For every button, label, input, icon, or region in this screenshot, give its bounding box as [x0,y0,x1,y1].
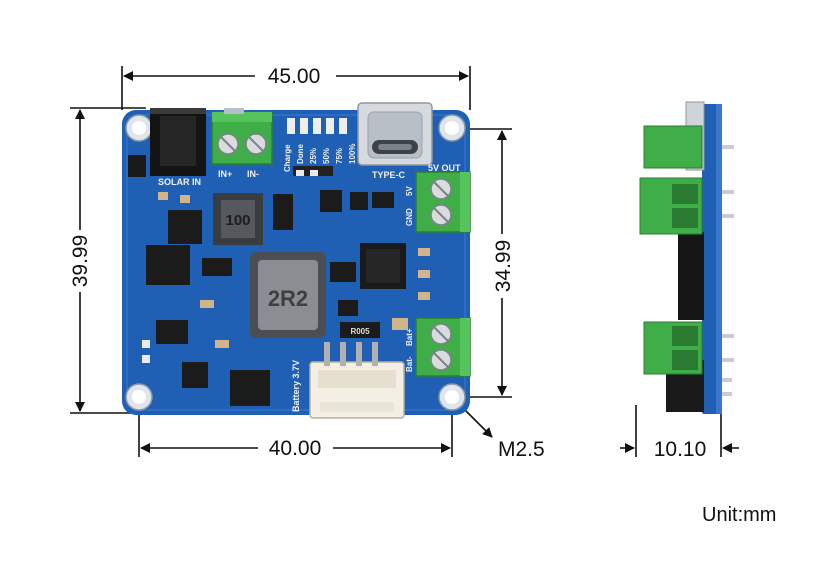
large-inductor [250,252,326,338]
svg-text:Done: Done [296,143,305,164]
side-pins [722,145,734,396]
shunt-resistor [340,322,380,338]
dimension-lines [70,66,739,457]
side-terminals [639,125,703,375]
usb-type-c-port [357,102,433,166]
svg-text:GND: GND [405,208,414,226]
svg-text:5V: 5V [405,186,414,196]
svg-text:Bat-: Bat- [405,356,414,372]
svg-text:50%: 50% [322,148,331,164]
svg-text:Battery 3.7V: Battery 3.7V [291,360,301,412]
output-terminal-block [415,171,471,233]
battery-terminal-block [415,317,471,377]
dc-jack [150,108,206,176]
battery-connector [309,342,405,419]
svg-text:25%: 25% [309,148,318,164]
svg-text:100: 100 [225,212,250,229]
svg-text:75%: 75% [335,148,344,164]
inner-height-dimension-label: 34.99 [492,240,515,293]
board-side-view [639,101,734,414]
silkscreen-labels: SOLAR IN IN+ IN- Charge Done 25% 50% 75%… [158,143,461,412]
svg-text:SOLAR IN: SOLAR IN [158,177,201,187]
svg-text:IN+: IN+ [218,169,232,179]
svg-text:IN-: IN- [247,169,259,179]
thickness-dimension-label: 10.10 [654,438,707,461]
components [128,155,430,406]
hole-size-label: M2.5 [498,438,545,461]
unit-label: Unit:mm [702,504,777,526]
status-leds [287,118,347,134]
svg-text:Charge: Charge [283,144,292,172]
mounting-holes [125,114,466,411]
input-terminal-block [211,111,273,165]
width-dimension-label: 45.00 [268,65,321,88]
svg-text:R005: R005 [350,327,370,336]
height-dimension-label: 39.99 [69,235,92,288]
hole-spacing-dimension-label: 40.00 [269,437,322,460]
svg-text:Bat+: Bat+ [405,328,414,346]
svg-text:TYPE-C: TYPE-C [372,170,406,180]
svg-text:100%: 100% [348,144,357,164]
svg-text:5V OUT: 5V OUT [428,163,461,173]
svg-text:2R2: 2R2 [268,286,308,311]
board-top-view: SOLAR IN IN+ IN- Charge Done 25% 50% 75%… [122,102,471,419]
